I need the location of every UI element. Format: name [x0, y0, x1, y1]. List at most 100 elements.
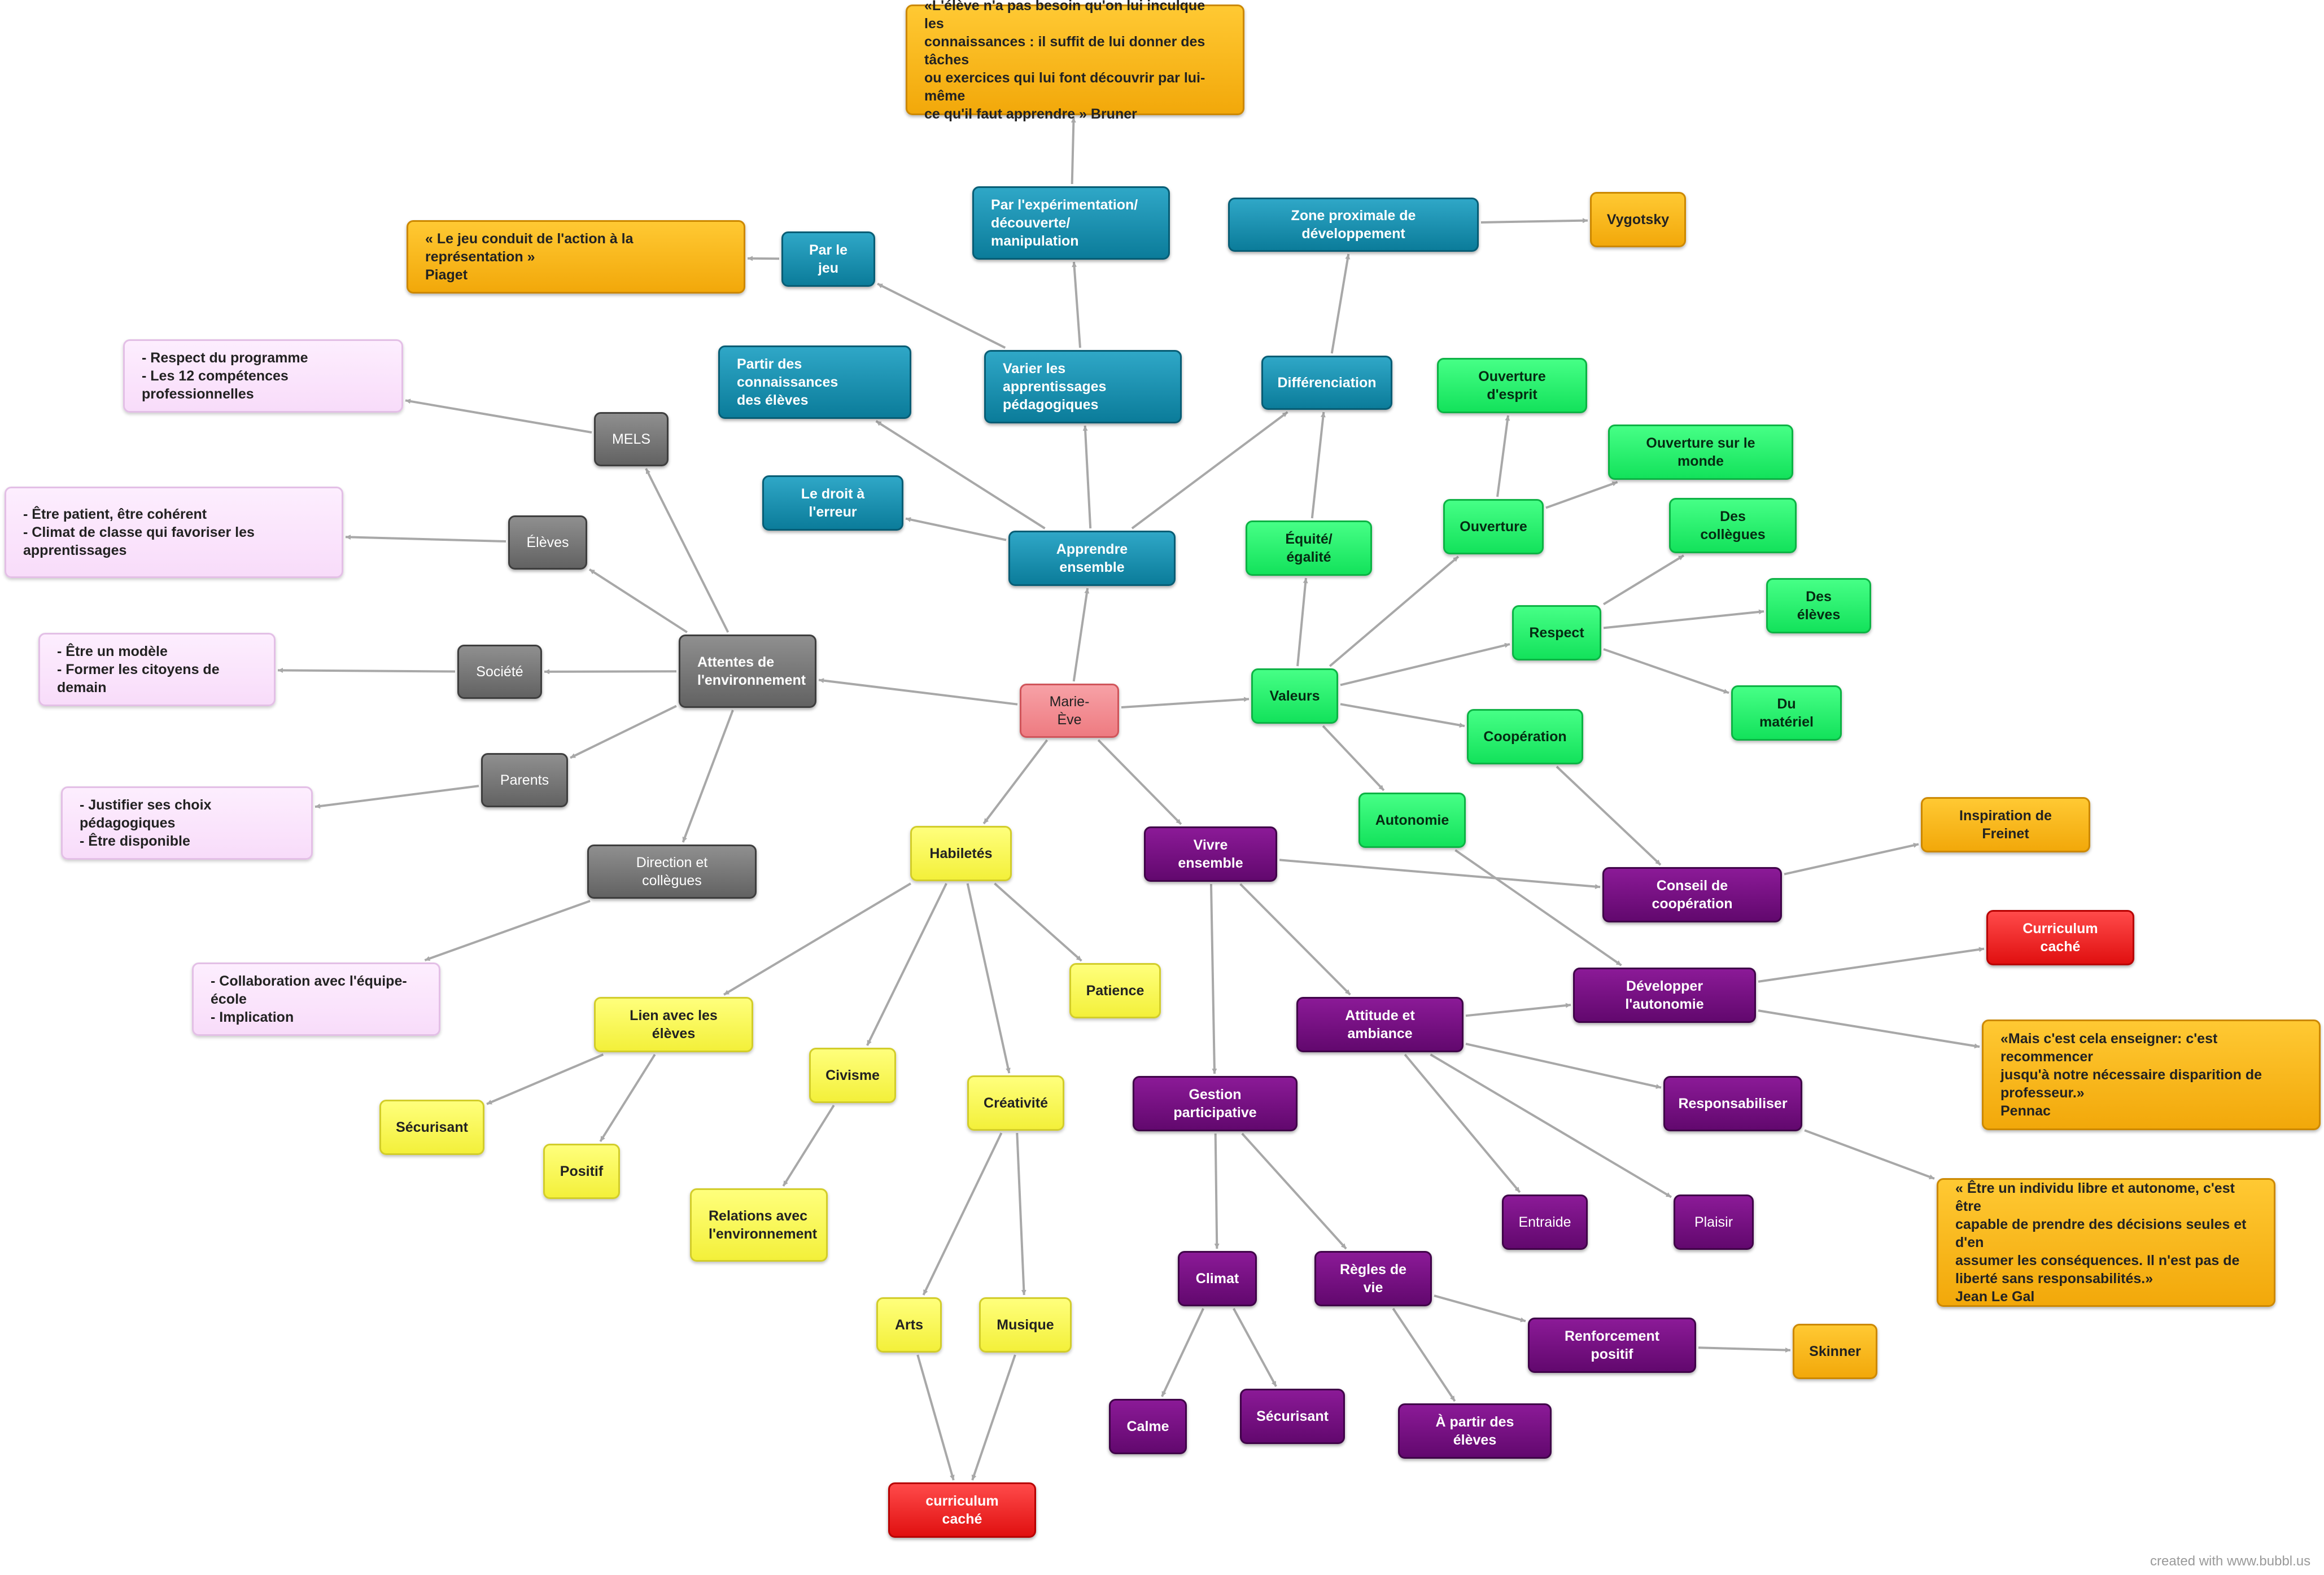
edge-lien-to-positif	[599, 1053, 656, 1143]
node-calme[interactable]: Calme	[1109, 1399, 1187, 1454]
edge-arts-to-curriculum1	[916, 1354, 955, 1481]
node-attentes[interactable]: Attentes de l'environnement	[679, 635, 816, 708]
node-autonomie[interactable]: Autonomie	[1358, 793, 1466, 848]
edge-habiletes-to-patience	[994, 882, 1082, 962]
node-a-partir[interactable]: À partir des élèves	[1398, 1403, 1552, 1459]
edge-conseil-to-freinet	[1784, 842, 1919, 876]
node-habiletes[interactable]: Habiletés	[910, 826, 1012, 881]
node-curriculum1[interactable]: curriculum caché	[888, 1482, 1036, 1538]
node-differenciation[interactable]: Différenciation	[1261, 356, 1392, 410]
node-du-materiel[interactable]: Du matériel	[1731, 685, 1842, 741]
edge-vivre-to-attitude	[1239, 883, 1351, 996]
node-regles[interactable]: Règles de vie	[1314, 1251, 1432, 1306]
edge-mels-to-mels-note	[405, 399, 592, 434]
node-eleves-note[interactable]: - Être patient, être cohérent - Climat d…	[5, 487, 343, 578]
node-ouverture[interactable]: Ouverture	[1443, 499, 1544, 554]
node-direction-note[interactable]: - Collaboration avec l'équipe-école - Im…	[192, 963, 440, 1036]
node-skinner[interactable]: Skinner	[1793, 1324, 1877, 1379]
edge-attentes-to-eleves-g	[588, 568, 688, 633]
edge-varier-to-jeu	[877, 282, 1006, 349]
edge-creativite-to-musique	[1016, 1132, 1026, 1296]
edge-climat-to-securisant-p	[1233, 1308, 1277, 1387]
node-partir[interactable]: Partir des connaissances des élèves	[718, 345, 911, 419]
edge-valeurs-to-equite	[1296, 578, 1308, 667]
node-attitude[interactable]: Attitude et ambiance	[1296, 997, 1464, 1052]
node-patience[interactable]: Patience	[1069, 963, 1161, 1018]
edge-societe-to-societe-note	[277, 667, 456, 673]
node-equite[interactable]: Équité/ égalité	[1246, 520, 1372, 576]
edge-respect-to-du-materiel	[1603, 648, 1729, 694]
edge-autonomie-to-developper	[1454, 849, 1622, 966]
node-ouverture-monde[interactable]: Ouverture sur le monde	[1608, 425, 1793, 480]
node-des-collegues[interactable]: Des collègues	[1669, 498, 1797, 553]
edge-attentes-to-mels	[645, 468, 729, 633]
node-ouverture-esprit[interactable]: Ouverture d'esprit	[1437, 358, 1587, 413]
node-securisant-y[interactable]: Sécurisant	[379, 1100, 484, 1155]
node-eleves-g[interactable]: Élèves	[508, 515, 587, 570]
watermark-text: created with www.bubbl.us	[2150, 1554, 2311, 1569]
node-pennac[interactable]: «Mais c'est cela enseigner: c'est recomm…	[1982, 1020, 2321, 1130]
node-positif[interactable]: Positif	[543, 1144, 620, 1199]
node-cooperation[interactable]: Coopération	[1467, 709, 1583, 764]
edge-marie-to-habiletes	[982, 739, 1049, 825]
edge-apprendre-to-partir	[875, 420, 1046, 530]
edge-vivre-to-gestion	[1209, 883, 1217, 1074]
node-gestion[interactable]: Gestion participative	[1133, 1076, 1298, 1131]
node-varier[interactable]: Varier les apprentissages pédagogiques	[984, 350, 1182, 423]
node-securisant-p[interactable]: Sécurisant	[1240, 1389, 1345, 1444]
edge-marie-to-apprendre	[1072, 588, 1090, 682]
node-plaisir[interactable]: Plaisir	[1674, 1195, 1754, 1250]
node-lien[interactable]: Lien avec les élèves	[594, 997, 753, 1052]
edge-habiletes-to-lien	[723, 882, 911, 996]
node-vygotsky[interactable]: Vygotsky	[1590, 192, 1686, 247]
node-vivre[interactable]: Vivre ensemble	[1144, 826, 1277, 882]
node-mels-note[interactable]: - Respect du programme - Les 12 compéten…	[123, 339, 403, 413]
edge-developper-to-pennac	[1758, 1009, 1980, 1049]
node-bruner[interactable]: «L'élève n'a pas besoin qu'on lui inculq…	[906, 0, 1244, 122]
node-valeurs[interactable]: Valeurs	[1251, 668, 1338, 724]
edge-equite-to-differenciation	[1310, 412, 1326, 519]
node-curriculum2[interactable]: Curriculum caché	[1986, 910, 2134, 965]
node-conseil[interactable]: Conseil de coopération	[1602, 867, 1782, 922]
edge-gestion-to-regles	[1241, 1132, 1347, 1250]
node-civisme[interactable]: Civisme	[809, 1048, 896, 1103]
node-creativite[interactable]: Créativité	[967, 1075, 1064, 1131]
node-zone[interactable]: Zone proximale de développement	[1228, 198, 1479, 252]
node-legal[interactable]: « Être un individu libre et autonome, c'…	[1937, 1178, 2275, 1307]
node-relations[interactable]: Relations avec l'environnement	[690, 1188, 828, 1262]
node-societe-note[interactable]: - Être un modèle - Former les citoyens d…	[38, 633, 276, 706]
node-respect[interactable]: Respect	[1512, 605, 1601, 660]
node-jeu[interactable]: Par le jeu	[781, 231, 875, 287]
edge-apprendre-to-varier	[1082, 425, 1092, 529]
node-parents[interactable]: Parents	[481, 753, 568, 807]
node-droit[interactable]: Le droit à l'erreur	[762, 475, 903, 531]
node-developper[interactable]: Développer l'autonomie	[1573, 968, 1756, 1023]
edge-habiletes-to-civisme	[866, 883, 947, 1046]
node-parents-note[interactable]: - Justifier ses choix pédagogiques - Êtr…	[61, 786, 313, 860]
edge-parents-to-parents-note	[314, 785, 479, 809]
node-musique[interactable]: Musique	[979, 1297, 1072, 1353]
edge-valeurs-to-respect	[1340, 642, 1510, 686]
node-climat[interactable]: Climat	[1178, 1251, 1257, 1306]
edge-zone-to-vygotsky	[1480, 218, 1588, 224]
node-societe[interactable]: Société	[457, 645, 542, 699]
node-arts[interactable]: Arts	[876, 1297, 942, 1353]
node-responsabiliser[interactable]: Responsabiliser	[1663, 1076, 1802, 1131]
node-des-eleves[interactable]: Des élèves	[1766, 578, 1871, 633]
node-marie[interactable]: Marie-Ève	[1020, 684, 1119, 738]
node-apprendre[interactable]: Apprendre ensemble	[1008, 531, 1176, 586]
edge-ouverture-to-ouverture-monde	[1545, 481, 1618, 509]
node-renforcement[interactable]: Renforcement positif	[1528, 1318, 1696, 1373]
edge-creativite-to-arts	[922, 1132, 1003, 1296]
edge-differenciation-to-zone	[1330, 253, 1351, 354]
node-mels[interactable]: MELS	[594, 412, 669, 466]
node-experimentation[interactable]: Par l'expérimentation/ découverte/ manip…	[972, 186, 1170, 260]
edge-varier-to-experimentation	[1072, 261, 1081, 348]
node-piaget[interactable]: « Le jeu conduit de l'action à la représ…	[407, 220, 745, 294]
edge-attitude-to-responsabiliser	[1465, 1043, 1662, 1089]
node-entraide[interactable]: Entraide	[1502, 1195, 1588, 1250]
node-freinet[interactable]: Inspiration de Freinet	[1921, 797, 2090, 852]
node-direction[interactable]: Direction et collègues	[587, 845, 757, 899]
edge-respect-to-des-eleves	[1603, 609, 1764, 629]
